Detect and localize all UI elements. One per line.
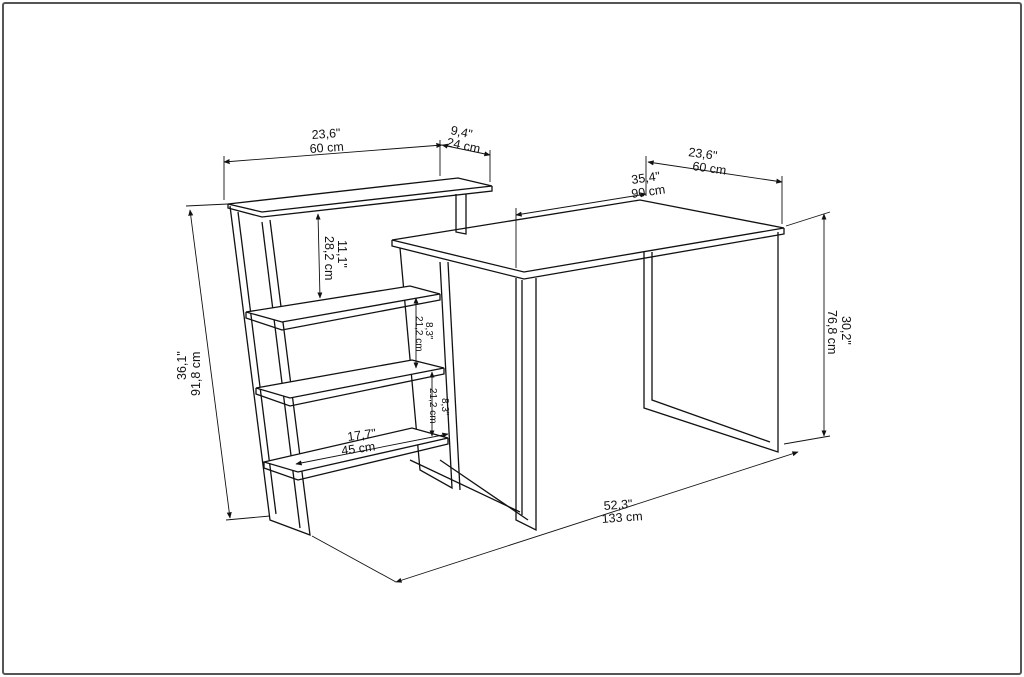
dim-line-top-shelf-width <box>223 142 443 165</box>
shelf-left-frame-inner2 <box>261 221 301 529</box>
label-total-length-cm: 133 cm <box>601 509 643 526</box>
label-total-height-in: 36,1" <box>175 351 189 380</box>
label-desk-width-cm: 90 cm <box>630 182 666 201</box>
dim-line-shelf-width <box>295 432 449 466</box>
label-top-shelf-width-cm: 60 cm <box>309 140 344 156</box>
dim-line-desk-depth <box>647 160 783 184</box>
label-total-height-cm: 91,8 cm <box>189 352 203 396</box>
desk-right-leg-inner <box>651 252 771 443</box>
label-desk-height-cm: 76,8 cm <box>825 310 839 354</box>
label-shelf-gap-mid-in: 8,3" <box>423 322 434 340</box>
label-desk-height-in: 30,2" <box>839 316 853 345</box>
ext-line <box>225 515 271 521</box>
label-shelf-gap-low-in: 8,3" <box>439 398 450 416</box>
dim-line-desk-width <box>515 192 647 217</box>
desk-bottom-rail <box>439 459 529 521</box>
label-shelf-width-cm: 45 cm <box>340 439 376 458</box>
label-desk-depth-in: 23,6" <box>688 145 718 163</box>
ext-line <box>783 435 831 445</box>
top-shelf-edge <box>227 186 493 218</box>
label-desk-width-in: 35,4" <box>630 169 660 187</box>
label-shelf-gap-low-cm: 21,2 cm <box>427 388 438 424</box>
desk-top-edge <box>391 228 785 280</box>
shelf-1-edge <box>245 294 441 331</box>
label-top-shelf-depth-cm: 24 cm <box>445 135 481 156</box>
dimension-lines <box>185 140 831 583</box>
label-desk-depth-cm: 60 cm <box>692 159 728 178</box>
top-shelf-post <box>455 194 467 235</box>
label-shelf-gap-mid-cm: 21,2 cm <box>413 316 424 352</box>
shelf-left-frame <box>229 205 311 536</box>
label-shelf-gap-top-in: 11,1" <box>335 240 349 268</box>
dim-line-total-length <box>395 451 799 583</box>
label-total-length-in: 52,3" <box>603 497 633 513</box>
shelf-2-edge <box>255 368 445 407</box>
ext-line <box>185 203 229 207</box>
shelf-bottom-rail <box>409 459 521 513</box>
shelf-left-frame-inner <box>237 211 277 515</box>
label-top-shelf-depth-in: 9,4" <box>449 123 473 141</box>
ext-line <box>311 535 397 583</box>
shelf-1 <box>245 285 441 323</box>
label-shelf-gap-top-cm: 28,2 cm <box>322 236 336 280</box>
desk-front-leg <box>515 278 537 532</box>
desk-right-leg <box>643 232 779 453</box>
desk <box>391 199 785 532</box>
ext-line <box>785 211 831 227</box>
label-top-shelf-width-in: 23,6" <box>311 126 341 142</box>
dim-line-total-height <box>188 209 232 519</box>
dim-line-top-shelf-depth <box>441 143 491 157</box>
label-shelf-width-in: 17,7" <box>346 426 376 444</box>
dimension-labels: 23,6" 60 cm 9,4" 24 cm 23,6" 60 cm 35,4"… <box>175 123 853 526</box>
dim-line-shelf-gap-top <box>315 213 323 299</box>
